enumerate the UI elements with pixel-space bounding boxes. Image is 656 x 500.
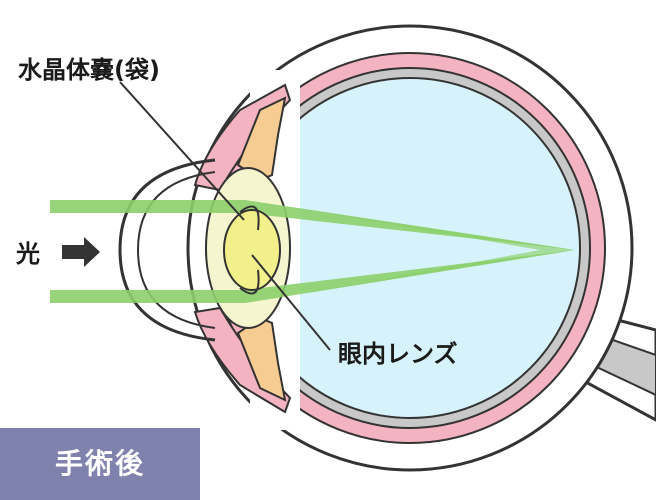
cornea <box>118 158 216 342</box>
light-label: 光 <box>15 240 40 268</box>
iol-leader-line <box>251 254 331 351</box>
iol-label: 眼内レンズ <box>338 340 458 368</box>
capsule-leader-line <box>119 81 245 221</box>
capsule-label: 水晶体嚢(袋) <box>18 56 160 84</box>
light-rays <box>50 200 575 303</box>
light-arrow-icon <box>62 237 100 267</box>
intraocular-lens <box>223 205 281 295</box>
status-badge: 手術後 <box>0 428 200 500</box>
cornea-inner <box>136 171 216 329</box>
